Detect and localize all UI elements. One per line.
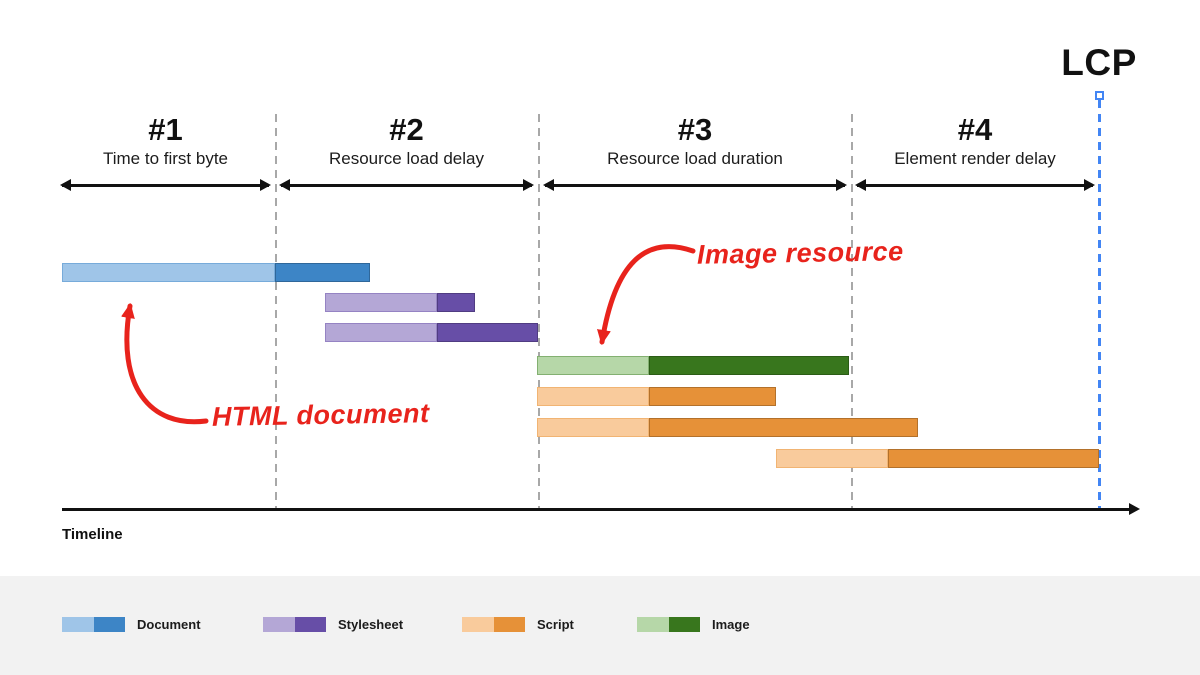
phase-3-range-arrow — [543, 179, 847, 191]
phase-3-number: #3 — [677, 112, 713, 147]
legend-swatch-stylesheet — [263, 617, 326, 632]
legend-swatch-dark-half — [493, 617, 525, 632]
stylesheet-bar-light-segment — [325, 323, 437, 342]
document-bar — [62, 263, 370, 282]
stylesheet-bar — [325, 323, 538, 342]
legend-swatch-light-half — [462, 617, 494, 632]
legend-item-document: Document — [62, 617, 201, 632]
stylesheet-bar-dark-segment — [437, 323, 538, 342]
phase-2-range-arrow — [279, 179, 534, 191]
phase-3-label: Resource load duration — [607, 149, 783, 168]
stylesheet-bar — [325, 293, 475, 312]
legend-label-image: Image — [712, 617, 750, 632]
script-bar-light-segment — [537, 418, 649, 437]
legend-item-script: Script — [462, 617, 574, 632]
legend-swatch-light-half — [263, 617, 295, 632]
script-bar-dark-segment — [649, 387, 776, 406]
script-bar-light-segment — [776, 449, 888, 468]
document-bar-dark-segment — [275, 263, 370, 282]
legend-swatch-image — [637, 617, 700, 632]
legend-swatch-dark-half — [93, 617, 125, 632]
legend-swatch-dark-half — [294, 617, 326, 632]
timeline-axis — [62, 503, 1140, 515]
image-resource-arrow — [597, 244, 696, 345]
legend-swatch-light-half — [637, 617, 669, 632]
html-document-arrow — [121, 303, 209, 425]
script-bar — [776, 449, 1099, 468]
phase-1-range-arrow — [60, 179, 271, 191]
phase-1-label: Time to first byte — [102, 149, 228, 168]
phase-4-range-arrow — [855, 179, 1095, 191]
stylesheet-bar-dark-segment — [437, 293, 475, 312]
phase-divider-1 — [275, 114, 277, 510]
legend-swatch-document — [62, 617, 125, 632]
image-bar-dark-segment — [649, 356, 849, 375]
lcp-label: LCP — [1061, 42, 1137, 83]
script-bar-dark-segment — [888, 449, 1099, 468]
script-bar-dark-segment — [649, 418, 918, 437]
phase-1-number: #1 — [148, 112, 183, 147]
legend-label-script: Script — [537, 617, 574, 632]
legend-swatch-script — [462, 617, 525, 632]
timeline-label: Timeline — [62, 526, 123, 543]
legend-band — [0, 576, 1200, 675]
image-bar-light-segment — [537, 356, 649, 375]
phase-2-label: Resource load delay — [329, 149, 484, 168]
script-bar — [537, 418, 918, 437]
legend-label-document: Document — [137, 617, 201, 632]
image-bar — [537, 356, 849, 375]
phase-2-number: #2 — [389, 112, 424, 147]
phase-divider-2 — [538, 114, 540, 510]
annotation-html-document: HTML document — [211, 398, 430, 432]
legend-item-image: Image — [637, 617, 750, 632]
annotation-image-resource: Image resource — [696, 236, 904, 270]
legend-swatch-dark-half — [668, 617, 700, 632]
lcp-marker-square — [1095, 91, 1104, 100]
phase-4-number: #4 — [957, 112, 993, 147]
phase-4-label: Element render delay — [894, 149, 1056, 168]
script-bar — [537, 387, 776, 406]
legend-swatch-light-half — [62, 617, 94, 632]
stylesheet-bar-light-segment — [325, 293, 437, 312]
legend-item-stylesheet: Stylesheet — [263, 617, 403, 632]
lcp-dashed-line — [1098, 100, 1101, 510]
script-bar-light-segment — [537, 387, 649, 406]
legend-label-stylesheet: Stylesheet — [338, 617, 404, 632]
phase-divider-3 — [851, 114, 853, 510]
document-bar-light-segment — [62, 263, 275, 282]
